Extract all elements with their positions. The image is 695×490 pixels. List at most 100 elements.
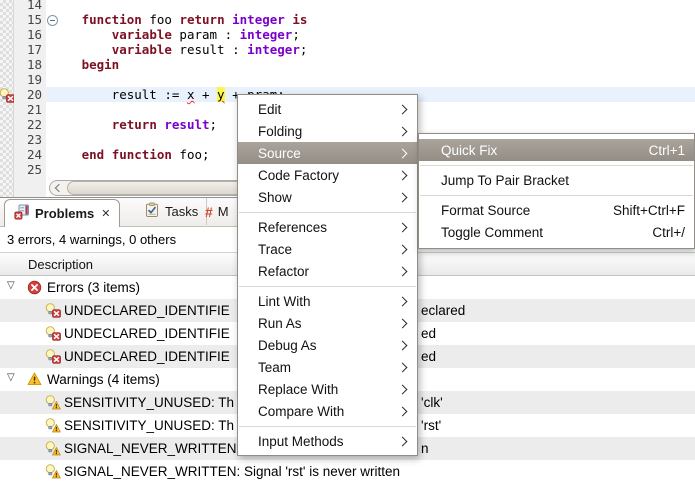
group-label: Errors (3 items) <box>47 280 141 295</box>
chevron-right-icon <box>397 104 408 114</box>
menu-item-label: Refactor <box>258 263 310 279</box>
expander-icon[interactable]: ▽ <box>7 280 15 291</box>
code-token: ; <box>209 117 218 132</box>
fold-collapse-icon[interactable] <box>47 15 58 26</box>
chevron-right-icon <box>397 318 408 328</box>
fix-warning-icon <box>45 395 61 413</box>
menu-item-label: Run As <box>258 315 302 331</box>
submenu-item-format-source[interactable]: Format Source Shift+Ctrl+F <box>419 199 694 221</box>
code-token <box>104 147 112 162</box>
line-number: 16 <box>26 27 42 42</box>
code-token: function <box>81 12 142 27</box>
tasks-icon <box>144 202 160 221</box>
line-number: 17 <box>26 42 42 57</box>
menu-item-label: Debug As <box>258 337 317 353</box>
code-line[interactable]: function foo return integer is <box>59 12 695 27</box>
context-menu-item-lint-with[interactable]: Lint With <box>238 290 417 312</box>
code-token: end <box>81 147 105 162</box>
code-token <box>59 147 82 162</box>
line-number: 15 <box>26 12 42 27</box>
context-menu-item-run-as[interactable]: Run As <box>238 312 417 334</box>
line-number: 18 <box>26 57 42 72</box>
context-menu-item-show[interactable]: Show <box>238 186 417 208</box>
menu-item-label: Replace With <box>258 381 339 397</box>
code-line[interactable]: variable result : integer; <box>59 42 695 57</box>
menu-item-label: Code Factory <box>258 167 340 183</box>
problem-description-fragment: 'rst' <box>421 418 442 433</box>
code-line[interactable]: begin <box>59 57 695 72</box>
problem-row[interactable]: SIGNAL_NEVER_WRITTEN: Signal 'rst' is ne… <box>0 460 695 483</box>
close-icon[interactable]: ✕ <box>101 208 111 220</box>
context-menu-item-trace[interactable]: Trace <box>238 238 417 260</box>
tab-problems[interactable]: Problems ✕ <box>4 199 121 227</box>
menu-item-label: Format Source <box>441 202 531 218</box>
problems-icon <box>14 204 30 223</box>
context-menu-item-source[interactable]: Source <box>238 142 417 164</box>
problem-description: SENSITIVITY_UNUSED: Th <box>64 418 235 433</box>
chevron-right-icon <box>397 148 408 158</box>
fix-error-icon <box>45 326 61 344</box>
submenu-item-jump-to-pair-bracket[interactable]: Jump To Pair Bracket <box>419 169 694 191</box>
context-menu-item-references[interactable]: References <box>238 216 417 238</box>
line-number: 20 <box>26 87 42 102</box>
fix-warning-icon <box>45 464 61 482</box>
code-token: foo; <box>171 147 210 162</box>
context-menu-item-debug-as[interactable]: Debug As <box>238 334 417 356</box>
code-token: variable <box>111 42 172 57</box>
chevron-right-icon <box>397 244 408 254</box>
submenu-item-toggle-comment[interactable]: Toggle Comment Ctrl+/ <box>419 221 694 243</box>
line-number: 23 <box>26 132 42 147</box>
code-token: result : <box>171 42 248 57</box>
menu-item-label: Input Methods <box>258 433 344 449</box>
menu-item-shortcut: Ctrl+/ <box>652 224 685 240</box>
menu-item-shortcut: Shift+Ctrl+F <box>612 202 685 218</box>
tab-tasks-label: Tasks <box>165 204 199 219</box>
menu-item-label: References <box>258 219 328 235</box>
highlighted-token: y <box>217 87 225 102</box>
code-token <box>59 57 82 72</box>
context-menu-item-edit[interactable]: Edit <box>238 98 417 120</box>
menu-item-label: Quick Fix <box>441 142 498 158</box>
expander-icon[interactable]: ▽ <box>7 372 15 383</box>
context-menu-item-replace-with[interactable]: Replace With <box>238 378 417 400</box>
code-token: result := <box>59 87 187 102</box>
context-menu-item-code-factory[interactable]: Code Factory <box>238 164 417 186</box>
code-token: is <box>292 12 308 27</box>
code-token <box>59 117 112 132</box>
tab-tasks[interactable]: Tasks <box>136 198 208 225</box>
annotation-ruler[interactable] <box>0 0 15 197</box>
code-token: ; <box>292 27 300 42</box>
context-menu-item-team[interactable]: Team <box>238 356 417 378</box>
code-area[interactable]: function foo return integer is variable … <box>59 0 695 197</box>
tab-markers[interactable]: # M <box>199 198 235 225</box>
menu-item-label: Toggle Comment <box>441 224 544 240</box>
quickfix-error-marker-icon[interactable] <box>0 88 15 108</box>
chevron-right-icon <box>397 384 408 394</box>
menu-item-label: Edit <box>258 101 282 117</box>
code-line[interactable] <box>59 72 695 87</box>
code-line[interactable]: variable param : integer; <box>59 27 695 42</box>
menu-separator <box>420 194 693 196</box>
chevron-right-icon <box>397 222 408 232</box>
code-line[interactable] <box>59 0 695 12</box>
context-menu-item-compare-with[interactable]: Compare With <box>238 400 417 422</box>
context-menu-item-input-methods[interactable]: Input Methods <box>238 430 417 452</box>
line-number: 14 <box>26 0 42 12</box>
menu-separator <box>239 285 416 287</box>
code-line[interactable]: end function foo; <box>59 147 695 162</box>
code-line[interactable]: return result; <box>59 117 695 132</box>
problem-description-fragment: 'clk' <box>421 395 443 410</box>
line-number: 21 <box>26 102 42 117</box>
context-menu-item-folding[interactable]: Folding <box>238 120 417 142</box>
menu-separator <box>239 425 416 427</box>
line-number: 24 <box>26 147 42 162</box>
code-token: param : <box>171 27 240 42</box>
code-token: begin <box>81 57 120 72</box>
hash-icon: # <box>205 203 213 220</box>
code-token: function <box>111 147 172 162</box>
context-menu-item-refactor[interactable]: Refactor <box>238 260 417 282</box>
